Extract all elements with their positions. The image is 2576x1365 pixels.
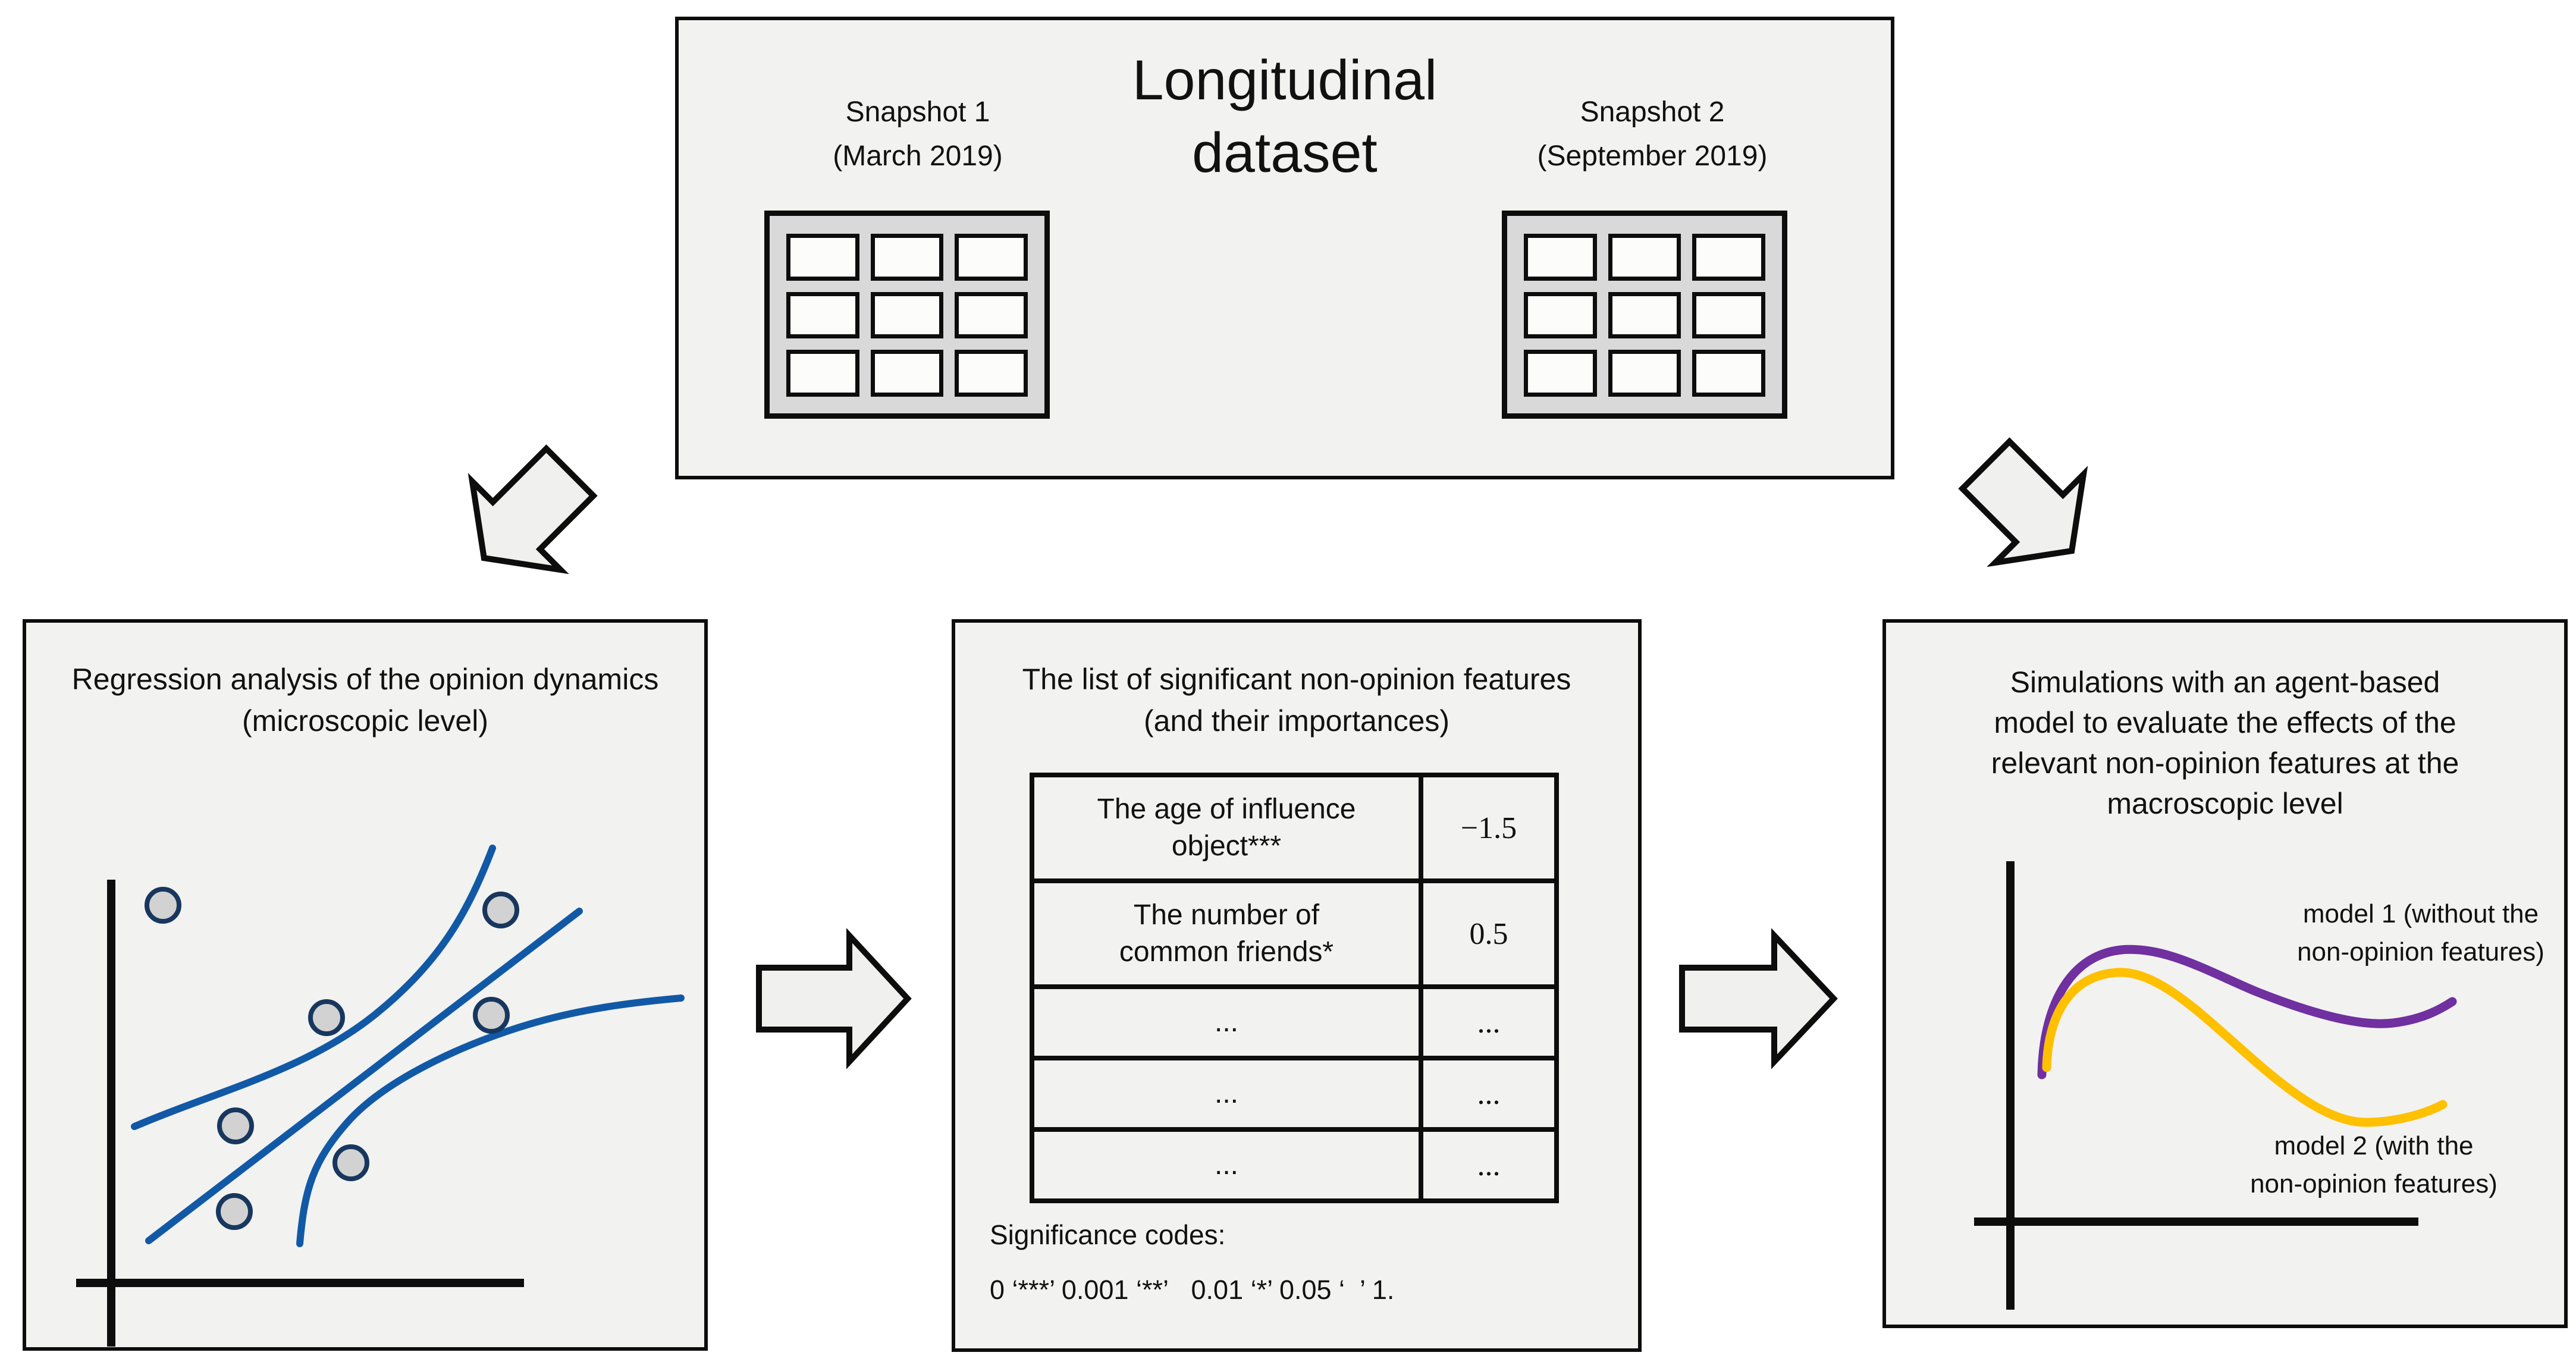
simulation-plot bbox=[1974, 861, 2457, 1310]
value-cell: ... bbox=[1477, 1148, 1501, 1182]
scatter-point bbox=[217, 1107, 254, 1144]
table-icon-cell bbox=[870, 234, 944, 281]
arrow-right-icon bbox=[1677, 928, 1838, 1069]
dataset-panel-title: Longitudinal dataset bbox=[1132, 49, 1438, 184]
value-cell: ... bbox=[1477, 1005, 1501, 1040]
table-row: ... ... bbox=[1034, 1132, 1554, 1198]
table-icon-cell bbox=[1692, 350, 1765, 397]
scatter-point bbox=[482, 892, 519, 928]
table-icon-cell bbox=[786, 234, 859, 281]
features-panel-title: The list of significant non-opinion feat… bbox=[1022, 663, 1571, 738]
longitudinal-dataset-panel: Longitudinal dataset Snapshot 1 (March 2… bbox=[675, 17, 1894, 479]
snapshot-1-label: Snapshot 1 (March 2019) bbox=[833, 96, 1003, 172]
regression-panel: Regression analysis of the opinion dynam… bbox=[23, 619, 708, 1351]
table-icon-cell bbox=[870, 350, 944, 397]
table-icon-cell bbox=[1608, 350, 1681, 397]
scatter-point bbox=[145, 887, 181, 924]
value-cell: 0.5 bbox=[1469, 917, 1508, 951]
table-icon-cell bbox=[1608, 234, 1681, 281]
table-row: ... ... bbox=[1034, 1060, 1554, 1132]
value-cell: −1.5 bbox=[1460, 811, 1517, 845]
table-icon-cell bbox=[1692, 234, 1765, 281]
scatter-point bbox=[308, 999, 345, 1036]
scatter-point bbox=[216, 1193, 253, 1230]
model2-curve bbox=[2042, 968, 2448, 1127]
arrow-down-right-icon bbox=[1953, 432, 2096, 575]
arrow-down-left-icon bbox=[460, 441, 603, 581]
table-icon-cell bbox=[870, 291, 944, 339]
simulation-panel-title: Simulations with an agent-based model to… bbox=[1991, 666, 2459, 820]
model2-label: model 2 (with the non-opinion features) bbox=[2250, 1131, 2497, 1198]
table-icon-cell bbox=[1524, 291, 1597, 339]
value-cell: ... bbox=[1477, 1077, 1501, 1111]
regression-plot bbox=[76, 845, 685, 1347]
snapshot-2-label: Snapshot 2 (September 2019) bbox=[1537, 96, 1768, 172]
scatter-point bbox=[332, 1144, 369, 1181]
feature-cell: ... bbox=[1034, 989, 1423, 1056]
table-row: The age of influence object*** −1.5 bbox=[1034, 777, 1554, 883]
table-icon-cell bbox=[1608, 291, 1681, 339]
table-icon-snapshot-2 bbox=[1502, 211, 1787, 419]
table-icon-cell bbox=[786, 350, 859, 397]
table-icon-cell bbox=[955, 350, 1028, 397]
table-icon-cell bbox=[955, 291, 1028, 339]
scatter-point bbox=[473, 997, 510, 1034]
confidence-curve-lower bbox=[296, 994, 685, 1247]
features-panel: The list of significant non-opinion feat… bbox=[952, 619, 1642, 1352]
model1-label: model 1 (without the non-opinion feature… bbox=[2297, 899, 2544, 967]
table-icon-snapshot-1 bbox=[764, 211, 1050, 419]
regression-line bbox=[145, 908, 583, 1244]
feature-cell: The number of common friends* bbox=[1034, 883, 1423, 984]
confidence-curve-upper bbox=[131, 845, 496, 1130]
table-row: ... ... bbox=[1034, 989, 1554, 1060]
regression-panel-title: Regression analysis of the opinion dynam… bbox=[71, 663, 659, 738]
significance-label: Significance codes: bbox=[990, 1219, 1226, 1250]
features-table: The age of influence object*** −1.5 The … bbox=[1030, 773, 1559, 1203]
feature-cell: ... bbox=[1034, 1132, 1423, 1198]
table-icon-cell bbox=[1524, 234, 1597, 281]
significance-codes: 0 ‘***’ 0.001 ‘**’ 0.01 ‘*’ 0.05 ‘ ’ 1. bbox=[990, 1275, 1395, 1305]
model1-curve bbox=[2037, 944, 2457, 1080]
table-icon-cell bbox=[1524, 350, 1597, 397]
table-row: The number of common friends* 0.5 bbox=[1034, 883, 1554, 989]
table-icon-cell bbox=[955, 234, 1028, 281]
simulation-panel: Simulations with an agent-based model to… bbox=[1882, 619, 2568, 1328]
table-icon-cell bbox=[786, 291, 859, 339]
feature-cell: ... bbox=[1034, 1060, 1423, 1127]
arrow-right-icon bbox=[754, 928, 912, 1069]
table-icon-cell bbox=[1692, 291, 1765, 339]
feature-cell: The age of influence object*** bbox=[1034, 777, 1423, 878]
